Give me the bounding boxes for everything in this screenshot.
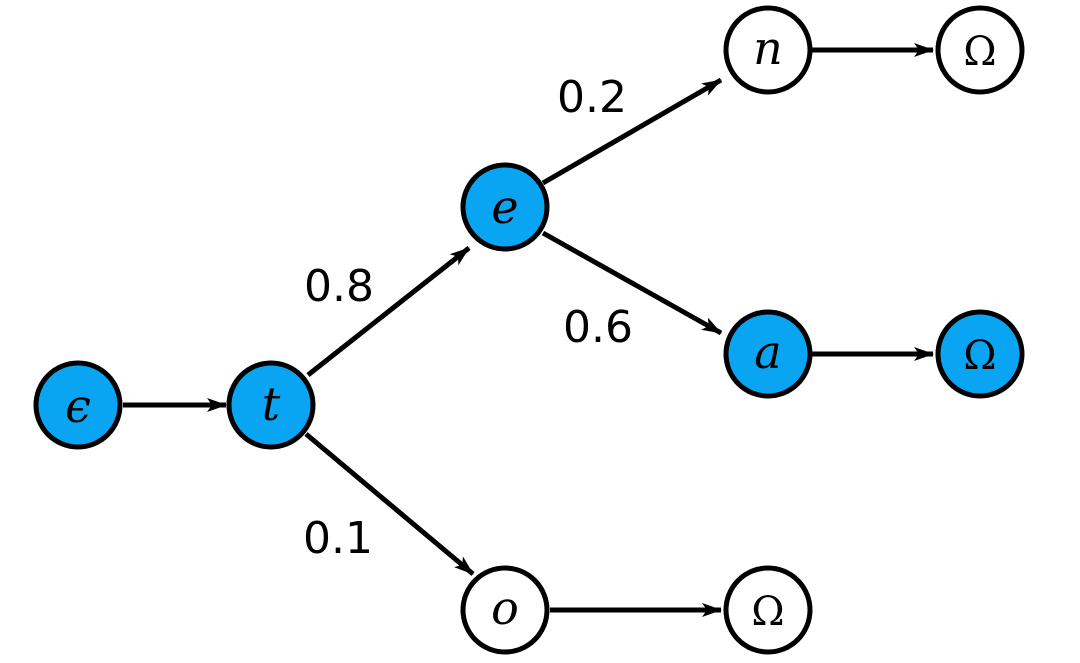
node-omega-n: Ω — [935, 5, 1025, 95]
node-label-a: a — [754, 325, 781, 379]
node-label-omega-o: Ω — [751, 589, 784, 635]
node-omega-o: Ω — [723, 565, 813, 655]
edge-label-e-a: 0.6 — [563, 302, 633, 353]
node-label-omega-n: Ω — [963, 29, 996, 75]
edge-label-e-n: 0.2 — [557, 72, 627, 123]
node-label-omega-a: Ω — [963, 333, 996, 379]
edge-label-t-e: 0.8 — [304, 261, 374, 312]
node-omega-a: Ω — [935, 309, 1025, 399]
edge-t-e — [306, 246, 471, 377]
node-epsilon: ϵ — [33, 360, 123, 450]
node-label-epsilon: ϵ — [65, 379, 91, 433]
edges — [123, 43, 934, 617]
node-label-n: n — [753, 21, 783, 75]
edge-labels: 0.8 0.2 0.6 0.1 — [303, 72, 633, 564]
edge-e-n — [541, 77, 723, 186]
node-label-t: t — [262, 377, 281, 431]
node-label-o: o — [491, 581, 519, 635]
node-label-e: e — [491, 180, 518, 234]
node-n: n — [723, 5, 813, 95]
edge-label-t-o: 0.1 — [303, 513, 373, 564]
node-a: a — [723, 309, 813, 399]
node-o: o — [460, 565, 550, 655]
node-t: t — [226, 360, 316, 450]
edge-e-a — [541, 230, 723, 336]
edge-t-o — [304, 432, 475, 576]
node-e: e — [460, 162, 550, 252]
